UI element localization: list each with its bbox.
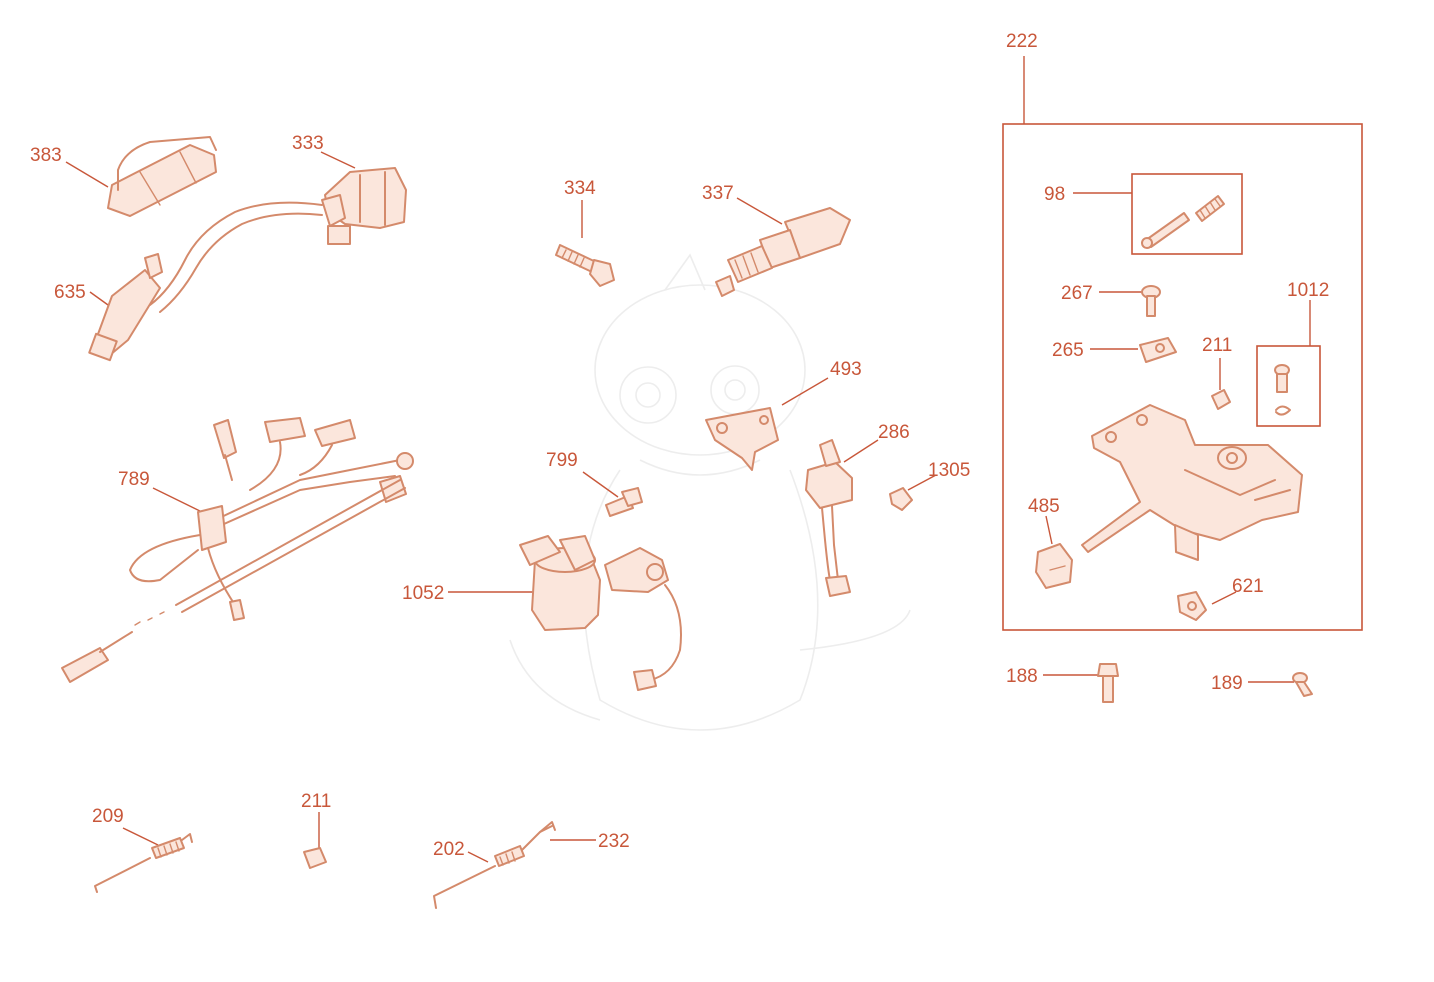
callout-485: 485 <box>1028 496 1060 517</box>
assembly-222-frame <box>1002 123 1363 631</box>
bolt-799 <box>605 487 643 517</box>
callout-789: 789 <box>118 469 150 490</box>
callout-334: 334 <box>564 178 596 199</box>
callout-189: 189 <box>1211 673 1243 694</box>
callout-267: 267 <box>1061 283 1093 304</box>
callout-202: 202 <box>433 839 465 860</box>
screw-98 <box>1141 212 1190 249</box>
control-bracket-assembly <box>1081 404 1303 561</box>
callout-286: 286 <box>878 422 910 443</box>
callout-1305: 1305 <box>928 460 970 481</box>
bolt-334 <box>555 244 615 287</box>
wiring-harness-789 <box>61 417 414 683</box>
spark-plug-cap-635 <box>88 253 163 362</box>
callout-98: 98 <box>1044 184 1065 205</box>
mounting-bracket-493 <box>705 407 779 471</box>
callout-222: 222 <box>1006 31 1038 52</box>
ignition-coil-cover-383 <box>107 136 217 217</box>
nut-1305 <box>889 487 913 511</box>
assembly-222-group: 222 98 267 265 211 <box>1002 31 1363 631</box>
nut-211-box <box>1211 389 1231 410</box>
damper-485 <box>1035 543 1073 589</box>
screw-267 <box>1141 285 1161 317</box>
clip-265 <box>1139 337 1177 363</box>
bolt-1012 <box>1274 364 1291 416</box>
starter-solenoid-1052 <box>519 535 682 691</box>
relay-286 <box>805 439 853 597</box>
spring-98 <box>1195 195 1225 222</box>
subkit-98-frame <box>1131 173 1243 255</box>
callout-232: 232 <box>598 831 630 852</box>
spark-plug-337 <box>715 207 851 297</box>
spring-rod-209 <box>94 833 193 893</box>
callout-337: 337 <box>702 183 734 204</box>
callout-188: 188 <box>1006 666 1038 687</box>
nut-211 <box>303 847 327 869</box>
callout-265: 265 <box>1052 340 1084 361</box>
callout-209: 209 <box>92 806 124 827</box>
callout-333: 333 <box>292 133 324 154</box>
bolt-188 <box>1097 663 1119 703</box>
callout-1052: 1052 <box>402 583 444 604</box>
rod-end-232 <box>539 821 556 833</box>
callout-383: 383 <box>30 145 62 166</box>
callout-799: 799 <box>546 450 578 471</box>
callout-211-box: 211 <box>1202 335 1232 356</box>
subkit-1012-frame <box>1256 345 1321 427</box>
callout-621: 621 <box>1232 576 1264 597</box>
callout-493: 493 <box>830 359 862 380</box>
callout-1012: 1012 <box>1287 280 1329 301</box>
screw-189 <box>1292 672 1313 697</box>
callout-635: 635 <box>54 282 86 303</box>
clip-621 <box>1177 591 1207 621</box>
callout-211: 211 <box>301 791 331 812</box>
ignition-coil-333 <box>149 167 407 313</box>
